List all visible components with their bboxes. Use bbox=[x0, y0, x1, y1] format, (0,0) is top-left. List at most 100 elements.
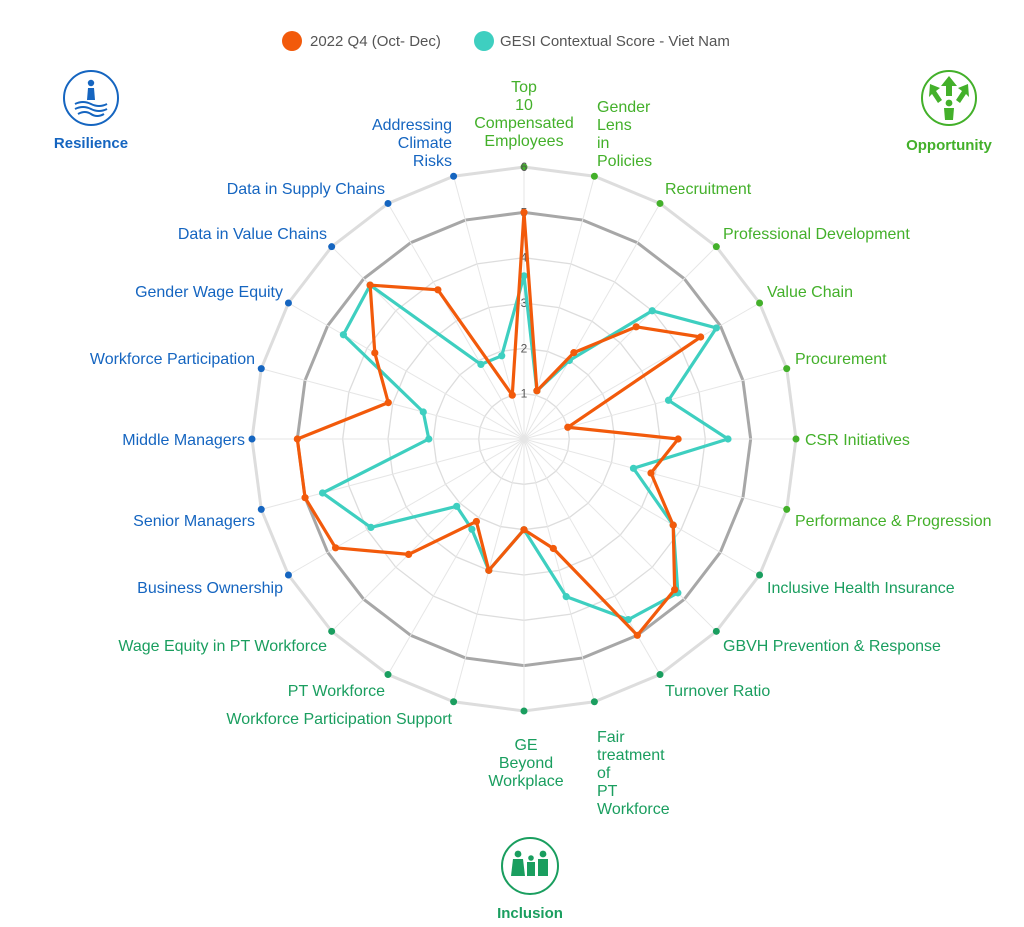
data-point-primary[interactable] bbox=[293, 435, 301, 443]
data-point-primary[interactable] bbox=[669, 521, 677, 529]
axis-label: PT Workforce bbox=[288, 683, 385, 700]
pillar-inclusion: Inclusion bbox=[497, 837, 563, 922]
data-point-primary[interactable] bbox=[485, 566, 493, 574]
data-point-primary[interactable] bbox=[520, 526, 528, 534]
data-point-primary[interactable] bbox=[472, 517, 480, 526]
data-point-secondary[interactable] bbox=[520, 272, 528, 280]
data-point-primary[interactable] bbox=[434, 286, 442, 294]
axis-end-dot bbox=[792, 435, 800, 443]
opportunity-icon-ring bbox=[921, 70, 977, 126]
pillar-label-opportunity: Opportunity bbox=[906, 137, 992, 154]
axis-end-dot bbox=[328, 627, 336, 635]
axis-label: Data in Value Chains bbox=[178, 226, 327, 243]
data-point-secondary[interactable] bbox=[419, 408, 427, 416]
axis-end-dot bbox=[656, 671, 664, 679]
data-point-primary[interactable] bbox=[384, 399, 392, 407]
data-point-secondary[interactable] bbox=[629, 464, 638, 472]
arrows-up-person-icon bbox=[929, 76, 969, 120]
axis-label: Gender Wage Equity bbox=[135, 284, 283, 301]
data-point-primary[interactable] bbox=[632, 323, 640, 331]
person-water-icon bbox=[74, 79, 108, 117]
axis-label: Procurement bbox=[795, 351, 887, 368]
axis-end-dot bbox=[328, 243, 336, 251]
pillar-label-inclusion: Inclusion bbox=[497, 905, 563, 922]
data-point-primary[interactable] bbox=[570, 349, 578, 357]
radar-grid bbox=[248, 163, 800, 715]
spoke-2 bbox=[523, 203, 661, 440]
data-point-secondary[interactable] bbox=[624, 616, 632, 624]
axis-label: Turnover Ratio bbox=[665, 683, 770, 700]
tick-label: 2 bbox=[521, 341, 528, 355]
spoke-22 bbox=[387, 203, 525, 440]
data-point-primary[interactable] bbox=[301, 494, 309, 502]
data-point-primary[interactable] bbox=[674, 435, 682, 443]
data-point-primary[interactable] bbox=[371, 349, 379, 357]
tick-label: 1 bbox=[521, 387, 528, 401]
axis-end-dot bbox=[284, 571, 292, 579]
series-primary bbox=[293, 208, 705, 639]
data-point-secondary[interactable] bbox=[724, 435, 732, 443]
axis-label: Workforce Participation bbox=[90, 351, 255, 368]
axis-end-dot bbox=[656, 199, 664, 207]
axis-label: Business Ownership bbox=[137, 580, 283, 597]
spoke-4 bbox=[523, 302, 760, 440]
axis-end-dot bbox=[450, 698, 458, 706]
data-point-secondary[interactable] bbox=[562, 593, 570, 601]
data-point-primary[interactable] bbox=[647, 469, 655, 477]
legend-label-secondary: GESI Contextual Score - Viet Nam bbox=[500, 33, 730, 50]
data-point-secondary[interactable] bbox=[367, 523, 375, 532]
data-point-secondary[interactable] bbox=[339, 331, 347, 339]
axis-label: Senior Managers bbox=[133, 513, 255, 530]
axis-end-dot bbox=[783, 505, 791, 513]
data-point-secondary[interactable] bbox=[318, 489, 327, 497]
data-point-primary[interactable] bbox=[564, 423, 572, 431]
axis-end-dot bbox=[783, 365, 791, 373]
legend-label-primary: 2022 Q4 (Oct- Dec) bbox=[310, 33, 441, 50]
spoke-3 bbox=[523, 246, 717, 440]
axis-label: Professional Development bbox=[723, 226, 910, 243]
axis-end-dot bbox=[257, 505, 265, 513]
radar-series bbox=[293, 208, 732, 639]
data-point-primary[interactable] bbox=[520, 208, 528, 216]
tick-label: 3 bbox=[521, 296, 528, 310]
axis-end-dot bbox=[384, 671, 392, 679]
spoke-8 bbox=[523, 438, 760, 576]
axis-label: Workforce Participation Support bbox=[226, 711, 452, 728]
data-point-primary[interactable] bbox=[405, 550, 413, 559]
axis-end-dot bbox=[712, 627, 720, 635]
data-point-secondary[interactable] bbox=[453, 502, 461, 510]
data-point-secondary[interactable] bbox=[498, 352, 506, 360]
spoke-16 bbox=[288, 438, 525, 576]
data-point-primary[interactable] bbox=[671, 586, 679, 594]
axis-label: Wage Equity in PT Workforce bbox=[118, 638, 327, 655]
spoke-20 bbox=[288, 302, 525, 440]
data-point-primary[interactable] bbox=[508, 391, 516, 399]
legend-item-primary[interactable]: 2022 Q4 (Oct- Dec) bbox=[282, 31, 441, 51]
data-point-secondary[interactable] bbox=[468, 525, 476, 533]
axis-label: Data in Supply Chains bbox=[227, 181, 385, 198]
pillar-opportunity: Opportunity bbox=[906, 70, 993, 154]
data-point-primary[interactable] bbox=[366, 281, 374, 289]
axis-end-dot bbox=[257, 365, 265, 373]
data-point-primary[interactable] bbox=[331, 544, 340, 552]
data-point-primary[interactable] bbox=[533, 387, 541, 395]
spoke-7 bbox=[523, 438, 787, 510]
legend-item-secondary[interactable]: GESI Contextual Score - Viet Nam bbox=[474, 31, 730, 51]
data-point-secondary[interactable] bbox=[425, 435, 433, 443]
data-point-primary[interactable] bbox=[633, 631, 641, 639]
pillar-resilience: Resilience bbox=[54, 70, 128, 152]
legend-swatch-primary bbox=[282, 31, 302, 51]
data-point-primary[interactable] bbox=[549, 544, 557, 553]
data-point-secondary[interactable] bbox=[477, 360, 485, 369]
axis-label: Value Chain bbox=[767, 284, 853, 301]
axis-end-dot bbox=[712, 243, 720, 251]
data-point-primary[interactable] bbox=[697, 333, 705, 341]
axis-end-dot bbox=[590, 698, 598, 706]
data-point-secondary[interactable] bbox=[648, 307, 656, 315]
spoke-15 bbox=[331, 438, 525, 632]
inclusion-icon-ring bbox=[501, 837, 559, 895]
data-point-secondary[interactable] bbox=[664, 396, 673, 404]
data-point-secondary[interactable] bbox=[712, 324, 720, 332]
